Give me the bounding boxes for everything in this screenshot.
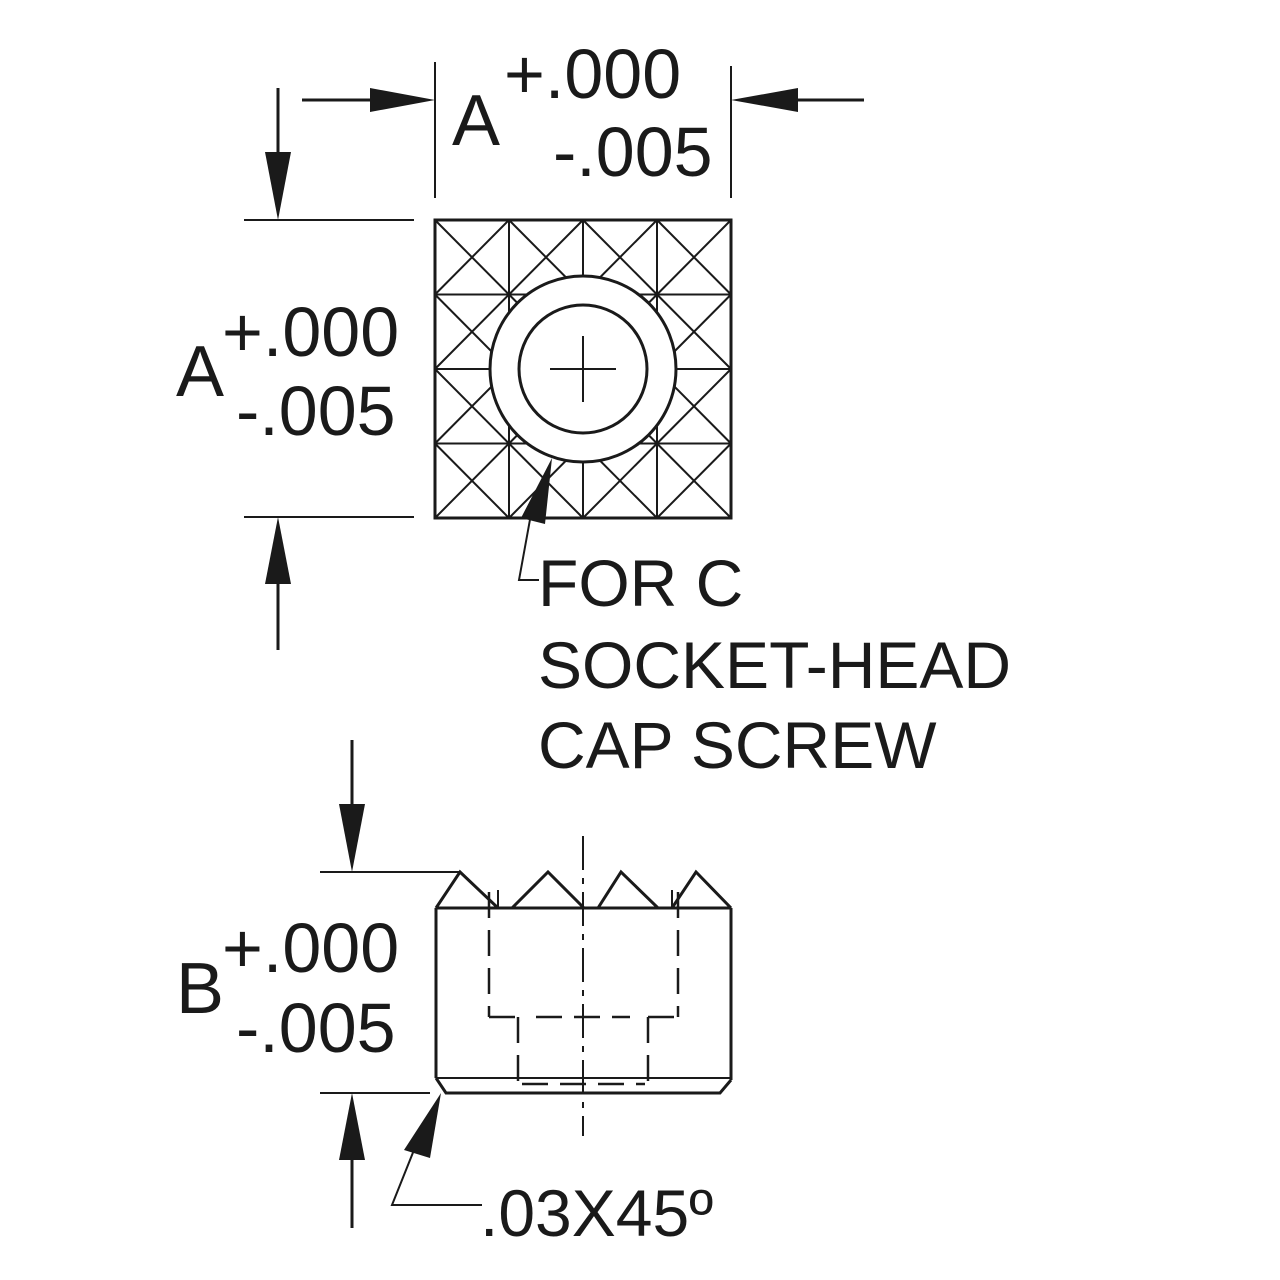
width-dim-minus-tolerance: -.005 bbox=[553, 113, 713, 191]
top-view: A +.000 -.005 A +.000 -.005 FOR C SOCKET… bbox=[176, 35, 1011, 782]
height-dim-minus-tolerance: -.005 bbox=[236, 372, 396, 450]
b-dim-letter: B bbox=[176, 949, 224, 1029]
width-arrowhead-right bbox=[731, 88, 798, 112]
note-leader-line bbox=[517, 513, 539, 581]
height-dim-letter: A bbox=[176, 332, 224, 412]
serration-diagonal bbox=[656, 219, 732, 296]
side-view-bottom-chamfer bbox=[434, 1077, 733, 1095]
width-dim-letter: A bbox=[452, 81, 500, 161]
chamfer-leader-arrowhead bbox=[404, 1093, 441, 1158]
b-dim-minus-tolerance: -.005 bbox=[236, 989, 396, 1067]
chamfer-leader-line bbox=[390, 1149, 482, 1206]
serration-diagonal bbox=[656, 368, 732, 445]
b-arrowhead-bottom bbox=[339, 1093, 365, 1160]
counterbore-inner-circle bbox=[517, 303, 649, 435]
note-line-2: SOCKET-HEAD bbox=[538, 628, 1011, 702]
height-arrowhead-top bbox=[265, 152, 291, 220]
serration-diagonal bbox=[434, 219, 510, 296]
serration-diagonal bbox=[582, 442, 658, 519]
note-leader-arrowhead bbox=[521, 458, 552, 524]
serration-diagonal bbox=[656, 442, 732, 519]
serration-diagonal bbox=[434, 293, 510, 370]
height-arrowhead-bottom bbox=[265, 517, 291, 584]
serration-diagonal bbox=[508, 219, 584, 296]
b-dim-plus-tolerance: +.000 bbox=[222, 909, 399, 987]
side-view: B +.000 -.005 .03X45º bbox=[176, 740, 733, 1250]
note-line-3: CAP SCREW bbox=[538, 708, 937, 782]
chamfer-note: .03X45º bbox=[480, 1176, 713, 1250]
width-dim-plus-tolerance: +.000 bbox=[504, 35, 681, 113]
serration-diagonal bbox=[434, 442, 510, 519]
hidden-counterbore-lines bbox=[487, 892, 680, 1093]
note-line-1: FOR C bbox=[538, 546, 743, 620]
b-arrowhead-top bbox=[339, 804, 365, 872]
width-arrowhead-left bbox=[370, 88, 435, 112]
height-dim-plus-tolerance: +.000 bbox=[222, 293, 399, 371]
